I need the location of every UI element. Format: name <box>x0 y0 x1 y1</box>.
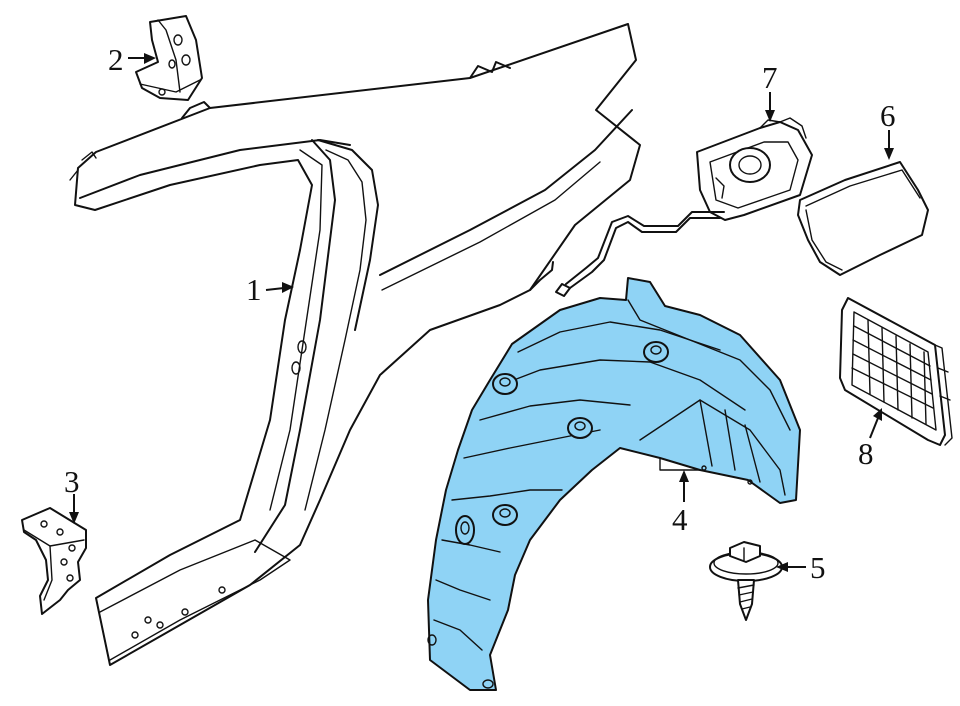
callout-3: 3 <box>64 464 80 499</box>
screw-part <box>709 541 783 621</box>
fuel-door-part <box>797 161 929 276</box>
callout-4: 4 <box>672 502 688 537</box>
callout-5: 5 <box>810 550 826 585</box>
lower-bracket-part <box>21 507 87 615</box>
callout-1: 1 <box>246 272 262 307</box>
callout-8: 8 <box>858 436 874 471</box>
upper-bracket-part <box>135 15 203 101</box>
wheelhouse-liner-part <box>427 277 801 691</box>
callout-6: 6 <box>880 98 896 133</box>
fuel-housing-part <box>555 117 813 297</box>
quarter-panel-part <box>69 23 641 666</box>
vent-grille-part <box>839 297 953 446</box>
callout-7: 7 <box>762 60 778 95</box>
callout-arrows <box>69 53 894 572</box>
callout-2: 2 <box>108 42 124 77</box>
